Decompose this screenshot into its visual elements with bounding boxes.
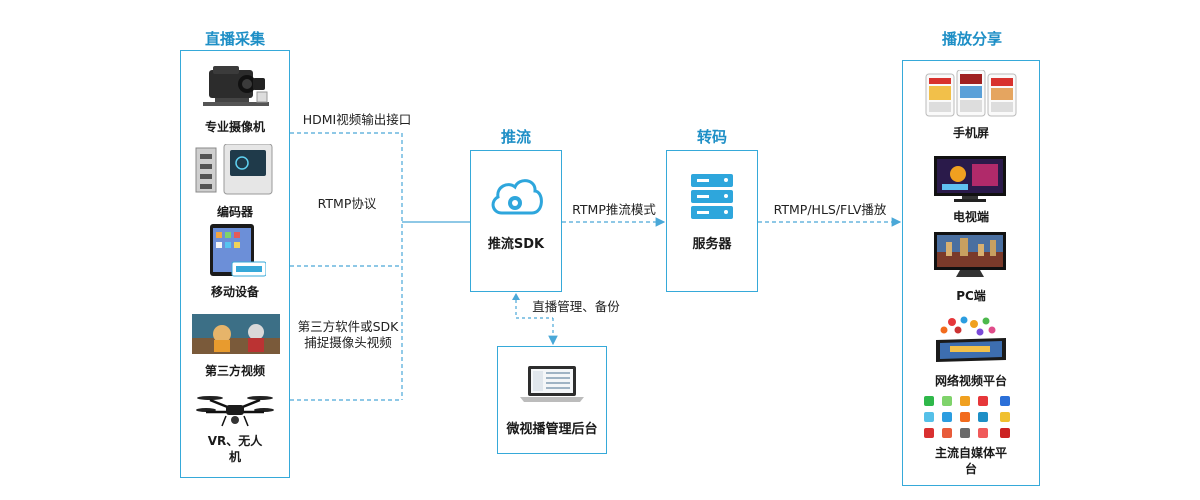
camera-icon xyxy=(203,62,269,112)
output-label-phone: 手机屏 xyxy=(952,126,989,140)
output-label-media: 主流自媒体平 xyxy=(934,446,1007,460)
server-node-label: 服务器 xyxy=(692,237,732,252)
output-label-tv: 电视端 xyxy=(952,210,989,224)
laptop-icon xyxy=(520,364,584,404)
edge-label-rtmp: RTMP协议 xyxy=(317,196,377,211)
server-icon xyxy=(689,172,735,222)
cloud-icon xyxy=(488,175,544,221)
tablet-icon xyxy=(208,224,267,278)
drone-icon xyxy=(196,392,274,430)
edge-label-third-party-1: 第三方软件或SDK xyxy=(297,319,399,334)
source-label-third-party: 第三方视频 xyxy=(204,364,265,378)
server-node[interactable] xyxy=(666,150,758,292)
output-label-media-line2: 台 xyxy=(964,462,977,476)
capture-title: 直播采集 xyxy=(204,30,265,48)
source-label-encoder: 编码器 xyxy=(216,205,253,219)
play-title: 播放分享 xyxy=(941,30,1002,48)
push-title: 推流 xyxy=(500,128,531,146)
source-label-drone-line2: 机 xyxy=(228,450,241,464)
source-label-camera: 专业摄像机 xyxy=(204,120,265,134)
tablet-apps-icon xyxy=(930,316,1010,364)
edge-label-server-play: RTMP/HLS/FLV播放 xyxy=(773,202,887,217)
source-label-drone: VR、无人 xyxy=(207,434,263,448)
source-label-mobile: 移动设备 xyxy=(210,285,259,299)
phones-icon xyxy=(924,69,1018,118)
push-node-label: 推流SDK xyxy=(487,237,545,252)
encoder-icon xyxy=(194,143,274,196)
app-grid-icon xyxy=(920,394,1020,442)
video-frame-icon xyxy=(192,314,280,354)
tv-icon xyxy=(932,154,1008,204)
edge-label-third-party-2: 捕捉摄像头视频 xyxy=(304,335,392,350)
edge-label-admin: 直播管理、备份 xyxy=(532,299,620,314)
edge-label-push-server: RTMP推流模式 xyxy=(572,202,656,217)
push-node[interactable] xyxy=(470,150,562,292)
admin-node-label: 微视播管理后台 xyxy=(506,422,598,437)
edge-label-hdmi: HDMI视频输出接口 xyxy=(302,112,412,127)
output-label-pc: PC端 xyxy=(956,289,986,303)
output-label-platform: 网络视频平台 xyxy=(934,374,1007,388)
monitor-icon xyxy=(932,230,1008,280)
transcode-title: 转码 xyxy=(696,128,727,146)
